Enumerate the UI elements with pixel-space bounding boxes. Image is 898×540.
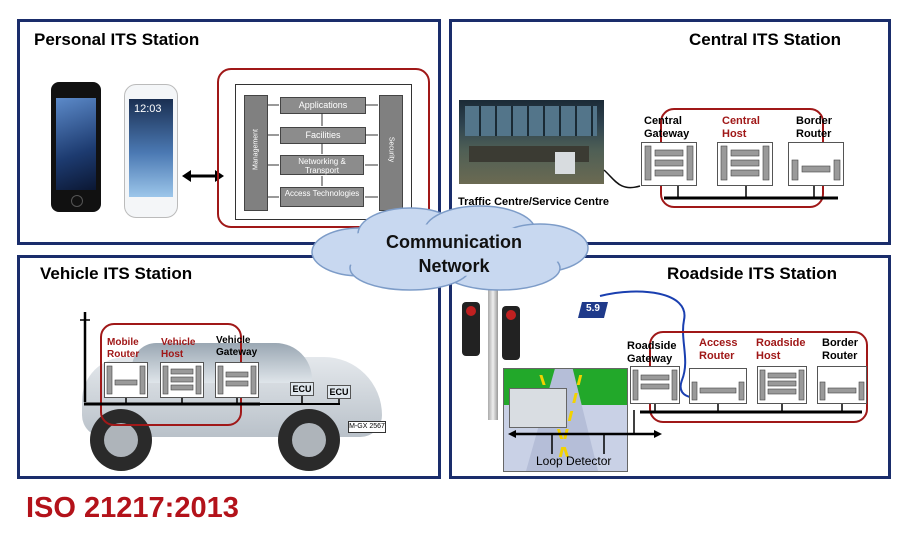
stack-connectors <box>268 104 378 198</box>
roadside-host-label: Roadside Host <box>756 337 806 362</box>
roadside-border-router-label: Border Router <box>822 337 859 362</box>
personal-its-title: Personal ITS Station <box>34 30 200 49</box>
car-antenna <box>80 312 90 402</box>
personal-highlight <box>217 68 430 228</box>
band-5-9-tag: 5.9 <box>578 302 608 318</box>
galaxy-phone-image: 12:03 <box>124 84 178 218</box>
management-bar: Management <box>244 95 268 211</box>
iso-standard-title: ISO 21217:2013 <box>26 492 239 524</box>
access-router-node <box>689 368 747 404</box>
central-host-label: Central Host <box>722 115 760 140</box>
security-bar: Security <box>379 95 403 211</box>
ecu-2: ECU <box>327 385 351 399</box>
tag-shape <box>578 302 608 318</box>
layer-access: Access Technologies <box>280 187 364 207</box>
traffic-centre-photo <box>459 100 604 184</box>
vehicle-its-title: Vehicle ITS Station <box>40 264 193 283</box>
vehicle-host-label: Vehicle Host <box>161 337 196 360</box>
central-its-title: Central ITS Station <box>689 30 842 49</box>
traffic-light <box>462 302 524 364</box>
central-gateway-label: Central Gateway <box>644 115 690 140</box>
roadside-border-router-node <box>817 366 867 404</box>
license-plate: M-GX 2567 <box>348 421 386 433</box>
traffic-light-pole <box>488 290 498 420</box>
controller-cabinet <box>509 388 567 428</box>
communication-network-label: Communication Network <box>385 232 522 276</box>
its-architecture-stack: Management Security Applications Facilit… <box>235 84 412 220</box>
layer-networking: Networking & Transport <box>280 155 364 175</box>
layer-facilities: Facilities <box>280 127 366 144</box>
roadside-its-title: Roadside ITS Station <box>667 264 838 283</box>
communication-network-cloud <box>311 205 589 291</box>
ecu-1: ECU <box>290 382 314 396</box>
mobile-router-label: Mobile Router <box>107 337 140 360</box>
central-border-router-label: Border Router <box>796 115 833 140</box>
iphone-image <box>51 82 101 212</box>
roadside-gateway-label: Roadside Gateway <box>627 340 677 365</box>
traffic-centre-caption: Traffic Centre/Service Centre <box>458 196 610 208</box>
access-router-label: Access Router <box>699 337 738 362</box>
vehicle-gateway-label: Vehicle Gateway <box>216 335 258 358</box>
loop-detector-label: Loop Detector <box>536 454 612 468</box>
